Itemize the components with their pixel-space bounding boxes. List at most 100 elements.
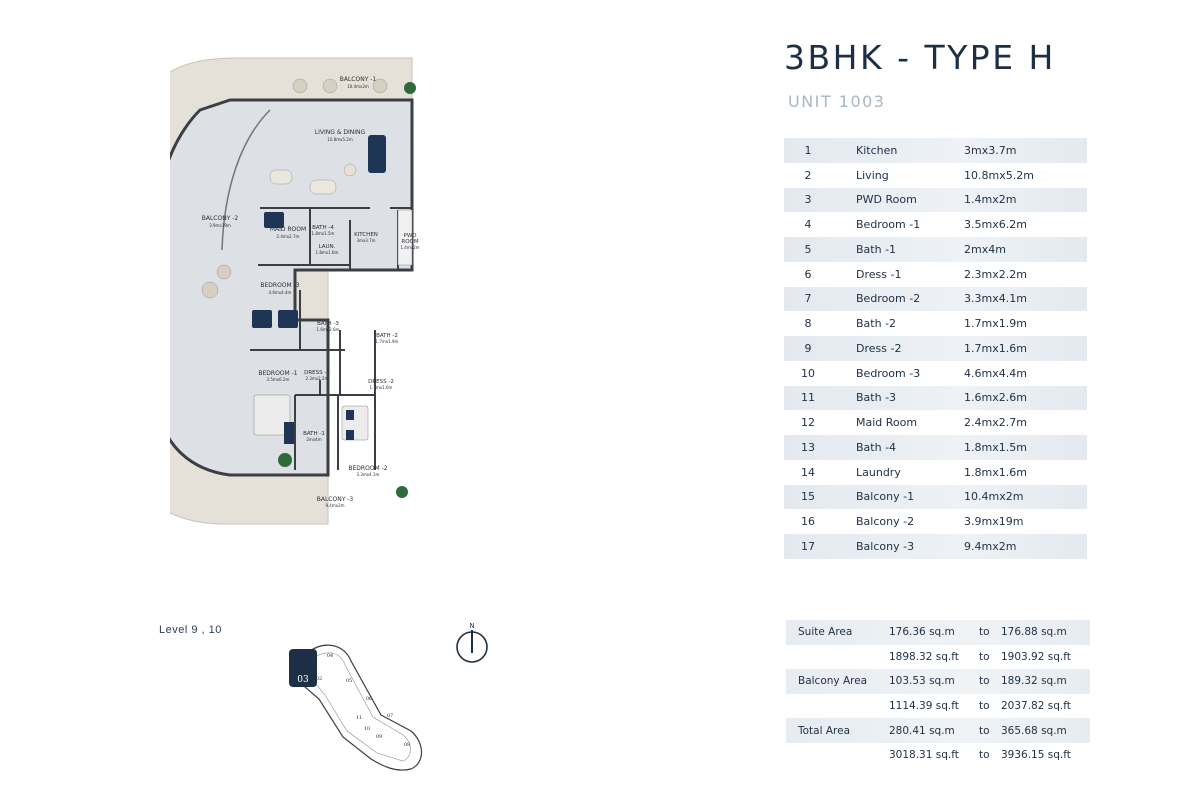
level-label: Level 9 , 10 [159, 624, 222, 636]
area-max: 1903.92 sq.ft [1001, 650, 1071, 663]
area-min: 280.41 sq.m [889, 724, 955, 737]
room-size: 1.8mx1.5m [964, 440, 1027, 454]
plan-label-laun: LAUN. [319, 244, 336, 250]
north-compass-icon: N [454, 620, 490, 666]
plan-label-maid: MAID ROOM [270, 226, 306, 233]
room-size: 1.8mx1.6m [964, 465, 1027, 479]
room-number: 15 [801, 490, 815, 504]
room-size: 1.7mx1.6m [964, 341, 1027, 355]
plan-dim-bath4: 1.8mx1.5m [312, 231, 335, 236]
table-row: 7 Bedroom -2 3.3mx4.1m [784, 286, 1087, 312]
room-number: 13 [801, 440, 815, 454]
plan-dim-balcony2: 3.9mx19m [209, 223, 231, 228]
key-plan-unit: 08 [404, 742, 410, 748]
page-title: 3BHK - TYPE H [784, 38, 1056, 77]
key-plan-unit: 02 [316, 676, 322, 682]
table-row: 11 Bath -3 1.6mx2.6m [784, 385, 1087, 411]
room-name: Bedroom -2 [856, 292, 921, 306]
room-size: 9.4mx2m [964, 539, 1017, 553]
room-size: 3mx3.7m [964, 143, 1017, 157]
floor-plan-drawing: BALCONY -1 10.4mx2m LIVING & DINING 10.8… [102, 57, 458, 525]
plan-label-balcony2: BALCONY -2 [202, 215, 239, 222]
area-label: Suite Area [798, 626, 853, 639]
area-max: 189.32 sq.m [1001, 675, 1067, 688]
plan-dim-bath1: 2mx4m [306, 437, 321, 442]
area-max: 3936.15 sq.ft [1001, 749, 1071, 762]
room-name: Bath -3 [856, 391, 897, 405]
room-name: Maid Room [856, 416, 918, 430]
key-plan-highlight [289, 649, 317, 687]
table-row: 15 Balcony -1 10.4mx2m [784, 484, 1087, 510]
key-plan-unit: 06 [366, 696, 372, 702]
key-plan-unit: 07 [387, 713, 393, 719]
room-name: Balcony -3 [856, 539, 915, 553]
plan-dim-pwd: 1.4mx2m [400, 245, 419, 250]
room-name: Bedroom -3 [856, 366, 921, 380]
room-size: 1.7mx1.9m [964, 317, 1027, 331]
room-name: Bath -1 [856, 242, 897, 256]
room-size: 10.4mx2m [964, 490, 1024, 504]
table-row: 1 Kitchen 3mx3.7m [784, 138, 1087, 163]
plan-label-dress2: DRESS -2 [368, 379, 394, 385]
table-row: Total Area 280.41 sq.m to 365.68 sq.m [786, 718, 1090, 743]
room-name: Balcony -1 [856, 490, 915, 504]
room-name: Kitchen [856, 143, 898, 157]
area-to: to [979, 626, 990, 639]
area-max: 365.68 sq.m [1001, 724, 1067, 737]
plan-dim-dress2: 1.7mx1.6m [370, 385, 393, 390]
room-size: 2.3mx2.2m [964, 267, 1027, 281]
room-number: 7 [804, 292, 812, 306]
room-size: 1.6mx2.6m [964, 391, 1027, 405]
area-to: to [979, 724, 990, 737]
room-name: Bedroom -1 [856, 218, 921, 232]
room-number: 4 [804, 218, 812, 232]
plan-dim-maid: 2.4mx2.7m [277, 234, 300, 239]
area-to: to [979, 700, 990, 713]
unit-subtitle: UNIT 1003 [788, 92, 886, 111]
room-number: 8 [804, 317, 812, 331]
room-size: 4.6mx4.4m [964, 366, 1027, 380]
plan-label-kitchen: KITCHEN [354, 232, 378, 238]
area-label: Balcony Area [798, 675, 868, 688]
room-size: 3.9mx19m [964, 515, 1024, 529]
plan-label-bath4: BATH -4 [312, 225, 334, 231]
area-to: to [979, 675, 990, 688]
key-plan-unit: 04 [327, 653, 333, 659]
room-size: 3.3mx4.1m [964, 292, 1027, 306]
plan-label-bedroom3: BEDROOM -3 [260, 282, 299, 289]
key-plan-unit: 11 [356, 715, 362, 721]
room-number: 1 [804, 143, 812, 157]
room-name: Dress -1 [856, 267, 902, 281]
room-size: 2mx4m [964, 242, 1006, 256]
room-size: 10.8mx5.2m [964, 168, 1034, 182]
plan-dim-bedroom2: 3.3mx4.1m [357, 472, 380, 477]
plan-label-dress1: DRESS -1 [304, 370, 330, 376]
plan-label-bath1: BATH -1 [303, 431, 325, 437]
area-min: 1898.32 sq.ft [889, 650, 959, 663]
room-size: 2.4mx2.7m [964, 416, 1027, 430]
floor-plan: BALCONY -1 10.4mx2m LIVING & DINING 10.8… [102, 50, 458, 530]
area-min: 176.36 sq.m [889, 626, 955, 639]
plan-label-bedroom1: BEDROOM -1 [258, 370, 297, 377]
plan-label-pwd-room: ROOM [401, 239, 418, 245]
room-number: 11 [801, 391, 815, 405]
area-label: Total Area [798, 724, 851, 737]
plan-label-bedroom2: BEDROOM -2 [348, 465, 387, 472]
room-size: 1.4mx2m [964, 193, 1017, 207]
